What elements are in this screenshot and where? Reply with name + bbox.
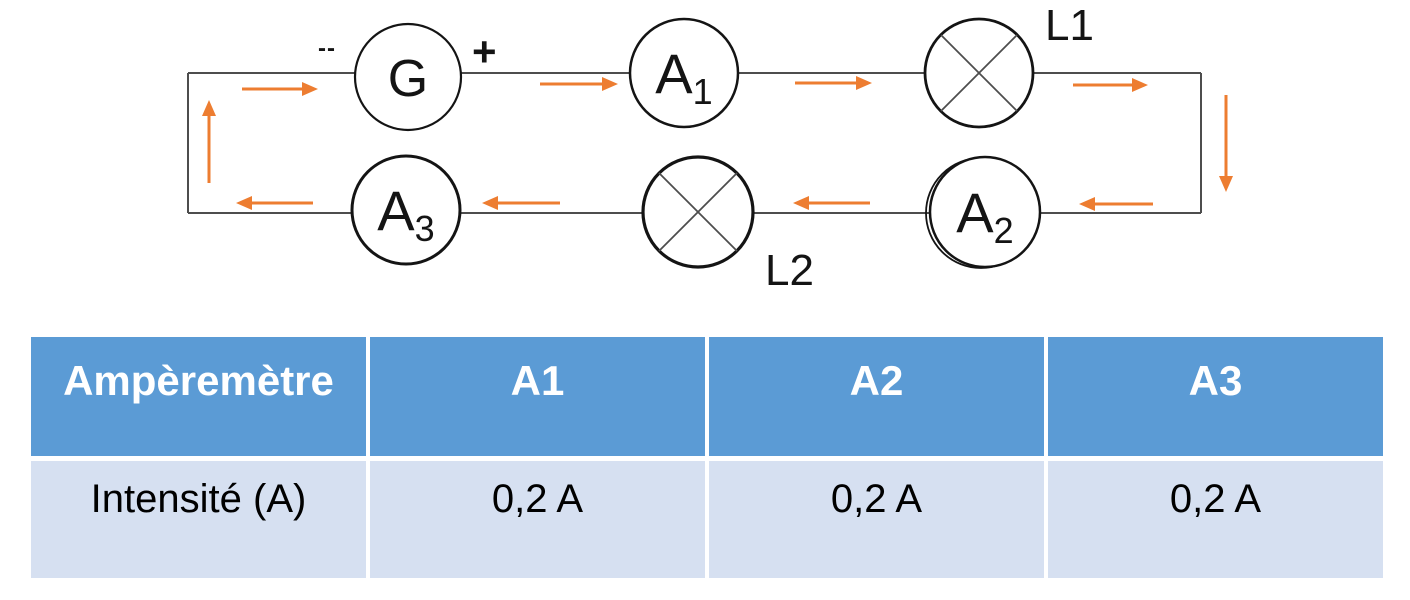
table-header-amperemetre: Ampèremètre (31, 337, 366, 456)
lamp-l2-label: L2 (765, 246, 814, 295)
current-arrow-up (202, 100, 216, 183)
lamp-l2-cross (658, 172, 738, 252)
current-arrow-right-2 (540, 77, 618, 91)
table-row-label-intensite: Intensité (A) (31, 461, 366, 578)
measurements-table: Ampèremètre A1 A2 A3 Intensité (A) 0,2 A… (31, 337, 1383, 578)
current-arrow-left-1 (1079, 197, 1153, 211)
ammeter-a1-label: A1 (655, 42, 712, 112)
table-cell-intensity-a2: 0,2 A (709, 461, 1044, 578)
generator-plus-terminal: + (472, 28, 497, 75)
current-arrow-down (1219, 95, 1233, 192)
ammeter-a3-circle (350, 154, 462, 266)
lamp-l2: L2 (641, 155, 814, 295)
ammeter-a2-label: A2 (956, 181, 1013, 251)
generator: G -- + (318, 22, 497, 132)
generator-label: G (388, 50, 428, 108)
ammeter-a3: A3 (350, 154, 462, 266)
table-header-a2: A2 (709, 337, 1044, 456)
current-arrow-right-4 (1073, 78, 1148, 92)
ammeter-a1-circle (628, 17, 740, 129)
ammeter-a2-circle (928, 155, 1042, 269)
table-cell-intensity-a3: 0,2 A (1048, 461, 1383, 578)
generator-circle (353, 22, 463, 132)
lamp-l1-label: L1 (1045, 1, 1094, 50)
current-arrow-left-3 (482, 196, 560, 210)
table-header-a3: A3 (1048, 337, 1383, 456)
current-arrow-right-3 (795, 76, 872, 90)
ammeter-a2: A2 (925, 155, 1042, 269)
current-arrows (202, 76, 1233, 211)
ammeter-a3-label: A3 (377, 179, 434, 249)
circuit-diagram: G -- + A1 L1 A2 (187, 1, 1233, 295)
table-cell-intensity-a1: 0,2 A (370, 461, 705, 578)
table-header-a1: A1 (370, 337, 705, 456)
lamp-l1: L1 (923, 1, 1094, 129)
current-arrow-left-2 (793, 196, 870, 210)
current-arrow-left-4 (236, 196, 313, 210)
current-arrow-right-1 (242, 82, 318, 96)
lamp-l1-cross (940, 34, 1018, 112)
generator-minus-terminal: -- (318, 35, 336, 62)
ammeter-a1: A1 (628, 17, 740, 129)
